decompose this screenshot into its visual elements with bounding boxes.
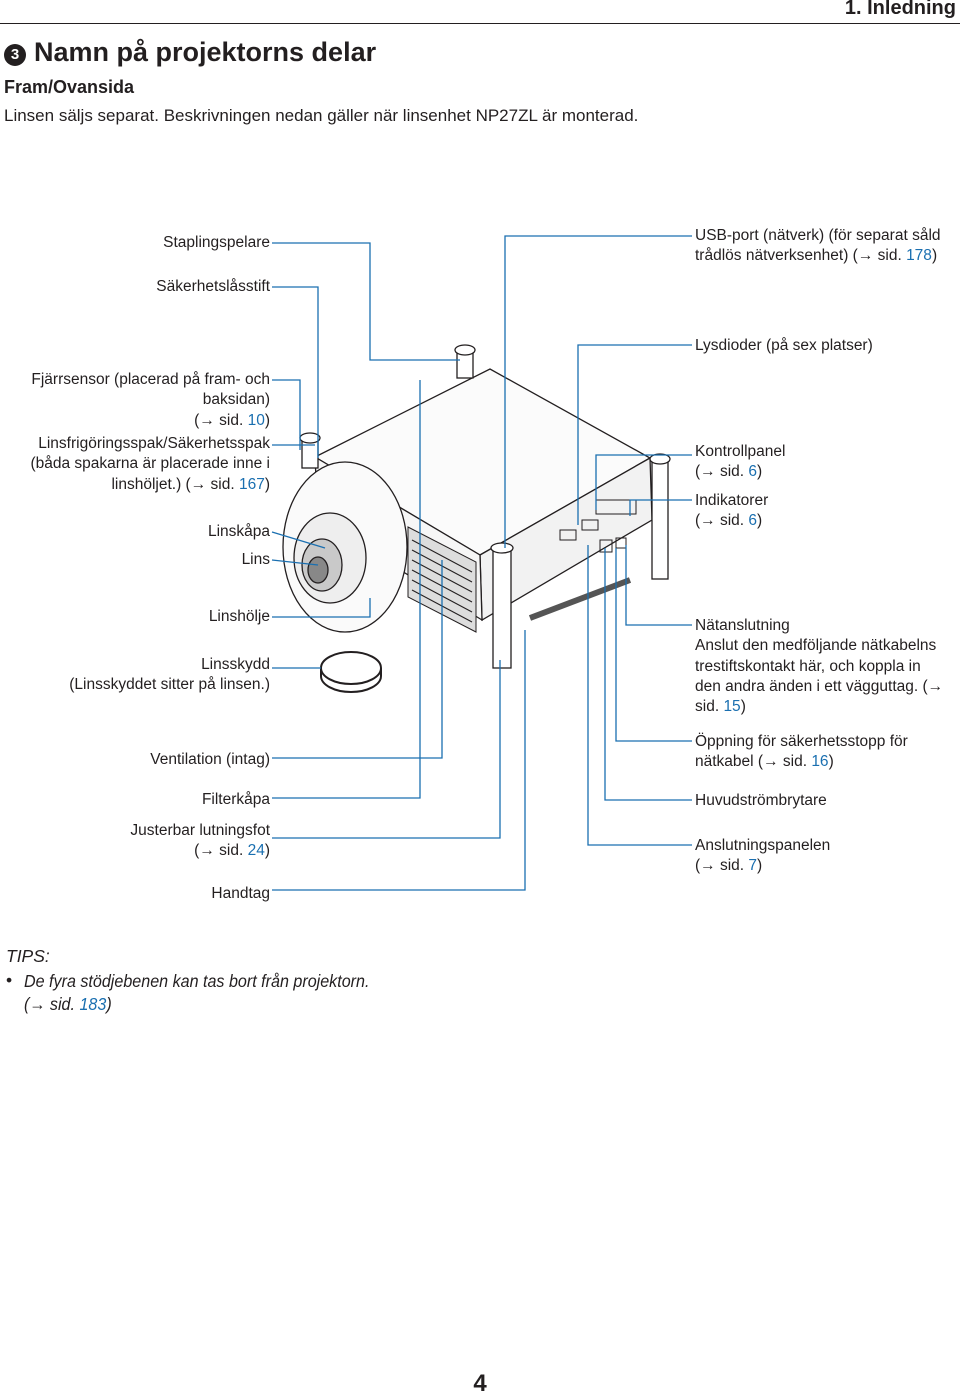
tips-body: De fyra stödjebenen kan tas bort från pr… bbox=[24, 971, 370, 1014]
handle bbox=[528, 577, 632, 621]
label-tilt-foot: Justerbar lutningsfot (→ sid. 24) bbox=[130, 822, 270, 860]
label-power-input: Nätanslutning Anslut den medföljande nät… bbox=[695, 617, 944, 716]
lens-guard bbox=[320, 651, 382, 685]
subtitle: Fram/Ovansida bbox=[4, 77, 135, 97]
header-rule bbox=[0, 23, 960, 24]
page-number: 4 bbox=[473, 1370, 487, 1397]
page-ref-link[interactable]: 24 bbox=[247, 842, 265, 860]
page-ref-link[interactable]: 167 bbox=[238, 475, 265, 493]
label-lens-housing: Linshölje bbox=[208, 608, 270, 625]
label-lens-guard: Linsskydd (Linsskyddet sitter på linsen.… bbox=[69, 656, 270, 694]
page-ref-link[interactable]: 16 bbox=[811, 753, 829, 771]
chapter-title: 1. Inledning bbox=[844, 0, 956, 19]
label-usb-port: USB-port (nätverk) (för separat såld trå… bbox=[695, 227, 941, 265]
page-ref-link[interactable]: 15 bbox=[723, 698, 741, 716]
page-ref-link[interactable]: 7 bbox=[748, 857, 758, 875]
page-ref-link[interactable]: 6 bbox=[748, 512, 758, 530]
tips-bullet: • bbox=[6, 970, 13, 990]
label-indicators: Indikatorer (→ sid. 6) bbox=[695, 492, 769, 530]
leader-lines bbox=[271, 235, 692, 891]
section-number-badge: 3 bbox=[4, 44, 26, 66]
page-ref-link[interactable]: 183 bbox=[79, 994, 107, 1014]
stacking-posts bbox=[299, 344, 671, 669]
label-main-switch: Huvudströmbrytare bbox=[695, 792, 827, 809]
intro-text: Linsen säljs separat. Beskrivningen neda… bbox=[4, 106, 639, 125]
label-filter-cover: Filterkåpa bbox=[201, 791, 270, 808]
label-lens: Lins bbox=[241, 551, 270, 568]
section-title: Namn på projektorns delar bbox=[34, 37, 377, 67]
label-remote-sensor: Fjärrsensor (placerad på fram- och baksi… bbox=[31, 371, 270, 429]
label-theft-slot: Öppning för säkerhetsstopp för nätkabel … bbox=[695, 733, 908, 771]
label-lens-release-lever: Linsfrigöringsspak/Säkerhetsspak (båda s… bbox=[30, 435, 270, 493]
label-lens-cap: Linskåpa bbox=[207, 523, 270, 540]
label-stacking-posts: Staplingspelare bbox=[163, 234, 270, 251]
page-ref-link[interactable]: 6 bbox=[748, 463, 758, 481]
page-ref-link[interactable]: 178 bbox=[906, 247, 932, 265]
page-ref-link[interactable]: 10 bbox=[247, 411, 265, 429]
label-security-pin: Säkerhetslåsstift bbox=[156, 278, 270, 295]
tips-heading: TIPS: bbox=[6, 946, 50, 966]
label-vent-intake: Ventilation (intag) bbox=[150, 751, 270, 768]
label-terminal-panel: Anslutningspanelen (→ sid. 7) bbox=[695, 837, 831, 875]
label-leds: Lysdioder (på sex platser) bbox=[695, 337, 873, 354]
label-handle: Handtag bbox=[211, 885, 270, 902]
label-control-panel: Kontrollpanel (→ sid. 6) bbox=[695, 443, 786, 481]
